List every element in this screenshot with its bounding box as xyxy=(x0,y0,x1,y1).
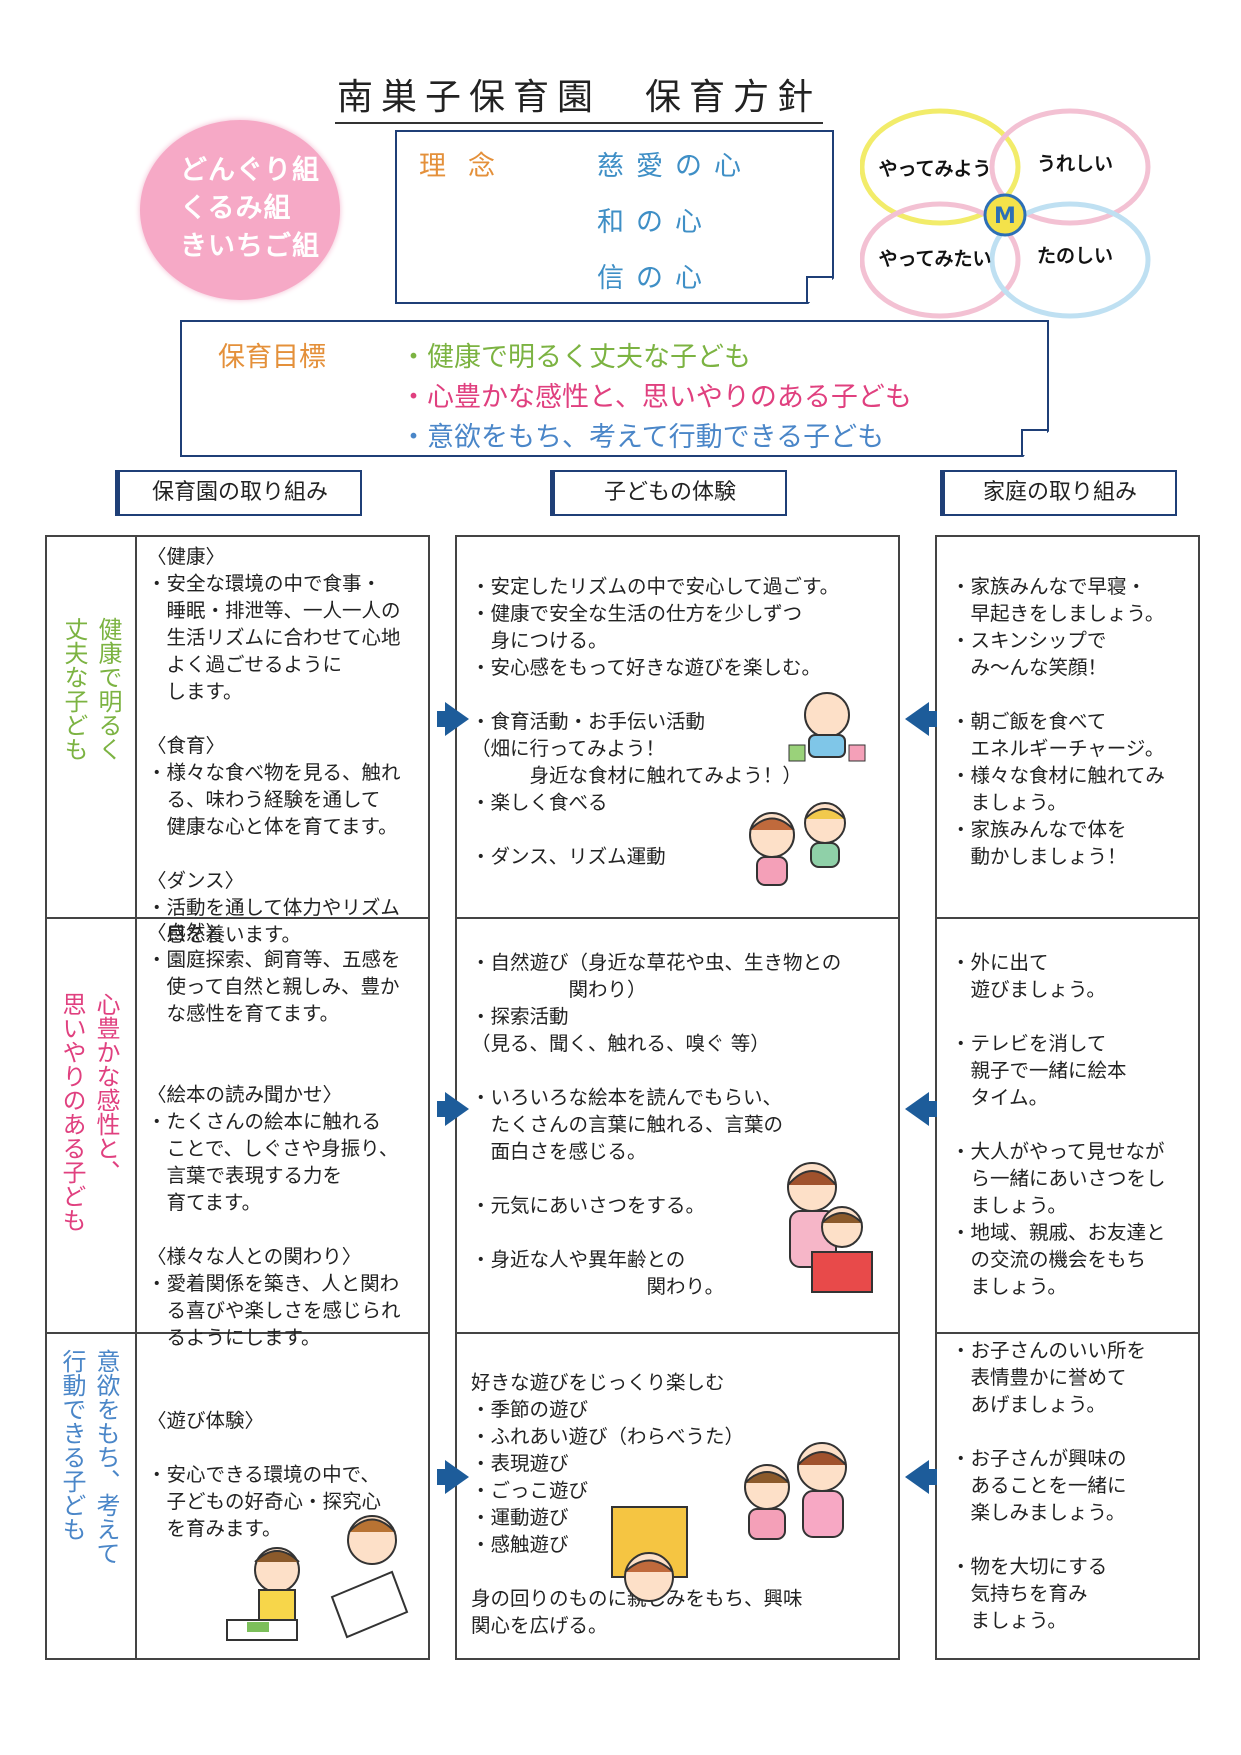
child-cell-heart: ・自然遊び（身近な草花や虫、生き物との 関わり） ・探索活動 （見る、聞く、触れ… xyxy=(471,951,842,1298)
nursery-cell-health: 〈健康〉 ・安全な環境の中で食事・ 睡眠・排泄等、一人一人の 生活リズムに合わせ… xyxy=(147,545,401,946)
playing-children-illustration xyxy=(611,1442,847,1602)
page-fold-decoration xyxy=(1021,429,1049,457)
class-name-3: きいちご組 xyxy=(180,231,320,262)
family-column: ・家族みんなで早寝・ 早起きをしましょう。 ・スキンシップで み～んな笑顔！ ・… xyxy=(935,535,1200,1660)
philosophy-box: 理念 慈愛の心 和の心 信の心 xyxy=(395,130,834,304)
nursery-column: 健康で明るく 丈夫な子ども 心豊かな感性と、 思いやりのある子ども 意欲をもち、… xyxy=(45,535,430,1660)
row-divider-2 xyxy=(937,1332,1198,1334)
goals-label: 保育目標 xyxy=(218,342,326,373)
ring-top-right xyxy=(989,108,1151,226)
goal-item-2: ・心豊かな感性と、思いやりのある子ども xyxy=(400,382,912,413)
row-divider-1 xyxy=(457,917,898,919)
logo-letter: M xyxy=(994,204,1016,229)
row-label-motivation-line-2: 行動できる子ども xyxy=(58,1349,86,1541)
ring-text-2: うれしい xyxy=(1037,153,1113,175)
arrow-left-icon xyxy=(905,1460,937,1494)
nursery-cell-heart: 〈自然〉 ・園庭探索、飼育等、五感を 使って自然と親しみ、豊か な感性を育てます… xyxy=(147,921,401,1349)
dancing-children-illustration xyxy=(749,802,846,886)
row-label-health-line-1: 健康で明るく xyxy=(94,617,122,761)
family-cell-health: ・家族みんなで早寝・ 早起きをしましょう。 ・スキンシップで み～んな笑顔！ ・… xyxy=(951,575,1165,868)
row-divider-2 xyxy=(457,1332,898,1334)
arrow-right-icon xyxy=(437,702,469,736)
column-header-nursery: 保育園の取り組み xyxy=(115,470,362,516)
four-rings-graphic: M やってみよう うれしい やってみたい たのしい xyxy=(859,105,1160,325)
ring-text-3: やってみたい xyxy=(878,248,991,270)
label-divider xyxy=(135,537,137,1658)
row-label-heart-line-1: 心豊かな感性と、 xyxy=(92,992,120,1184)
nursery-cell-motivation: 〈遊び体験〉 ・安心できる環境の中で、 子どもの好奇心・探究心 を育みます。 xyxy=(147,1409,382,1540)
page-fold-decoration xyxy=(806,276,834,304)
ring-text-4: たのしい xyxy=(1037,245,1113,267)
child-column: ・安定したリズムの中で安心して過ごす。 ・健康で安全な生活の仕方を少しずつ 身に… xyxy=(455,535,900,1660)
philosophy-item-1: 慈愛の心 xyxy=(597,151,753,182)
row-label-health-line-2: 丈夫な子ども xyxy=(60,617,88,761)
ring-bottom-right xyxy=(989,201,1151,319)
column-header-family: 家庭の取り組み xyxy=(940,470,1177,516)
arrow-left-icon xyxy=(905,1092,937,1126)
ring-text-1: やってみよう xyxy=(878,158,991,180)
arrow-right-icon xyxy=(437,1092,469,1126)
philosophy-item-2: 和の心 xyxy=(597,207,714,238)
row-divider-1 xyxy=(937,917,1198,919)
row-label-health: 健康で明るく 丈夫な子ども xyxy=(57,617,125,761)
rings-svg: M やってみよう うれしい やってみたい たのしい xyxy=(859,108,1151,319)
column-header-child: 子どもの体験 xyxy=(550,470,787,516)
row-label-motivation: 意欲をもち、考えて 行動できる子ども xyxy=(55,1349,123,1565)
arrow-left-icon xyxy=(905,702,937,736)
child-cell-health: ・安定したリズムの中で安心して過ごす。 ・健康で安全な生活の仕方を少しずつ 身に… xyxy=(471,575,840,868)
logo-mark xyxy=(983,193,1027,237)
arrow-right-icon xyxy=(437,1460,469,1494)
class-name-1: どんぐり組 xyxy=(180,155,320,186)
row-divider-2 xyxy=(47,1332,428,1334)
family-cell-motivation: ・お子さんのいい所を 表情豊かに誉めて あげましょう。 ・お子さんが興味の ある… xyxy=(951,1339,1147,1632)
class-name-badge: どんぐり組 くるみ組 きいちご組 xyxy=(140,120,340,300)
reading-book-illustration xyxy=(787,1162,873,1293)
goal-item-1: ・健康で明るく丈夫な子ども xyxy=(400,342,751,373)
row-label-heart: 心豊かな感性と、 思いやりのある子ども xyxy=(55,992,123,1232)
ring-bottom-left xyxy=(859,201,1021,319)
children-drawing-illustration xyxy=(226,1515,409,1641)
row-label-motivation-line-1: 意欲をもち、考えて xyxy=(92,1349,120,1565)
ring-top-left xyxy=(859,108,1021,226)
row-divider-1 xyxy=(47,917,428,919)
class-name-2: くるみ組 xyxy=(180,193,292,224)
philosophy-label: 理念 xyxy=(419,151,517,182)
goals-box: 保育目標 ・健康で明るく丈夫な子ども ・心豊かな感性と、思いやりのある子ども ・… xyxy=(180,320,1049,457)
philosophy-item-3: 信の心 xyxy=(597,263,714,294)
row-label-heart-line-2: 思いやりのある子ども xyxy=(58,992,86,1232)
family-cell-heart: ・外に出て 遊びましょう。 ・テレビを消して 親子で一緒に絵本 タイム。 ・大人… xyxy=(951,951,1166,1298)
baby-blocks-illustration xyxy=(788,692,866,762)
child-cell-motivation: 好きな遊びをじっくり楽しむ ・季節の遊び ・ふれあい遊び（わらべうた） ・表現遊… xyxy=(471,1371,803,1637)
goal-item-3: ・意欲をもち、考えて行動できる子ども xyxy=(400,422,885,453)
page-title: 南巣子保育園 保育方針 xyxy=(335,68,824,124)
